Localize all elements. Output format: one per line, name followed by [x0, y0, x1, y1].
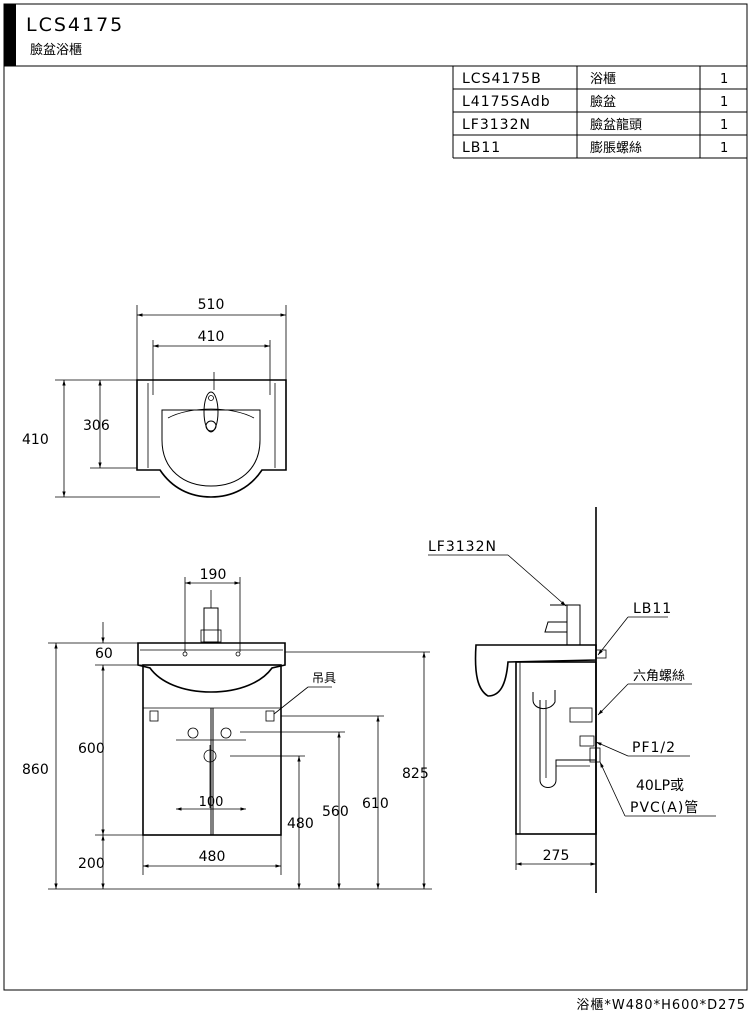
model-number: LCS4175: [26, 14, 124, 36]
basin-front: [137, 642, 286, 693]
basin-side: [474, 644, 597, 697]
pipe-callout-1: 40LP或: [636, 778, 684, 794]
parts-row-4-name: 膨脹螺絲: [590, 141, 642, 156]
product-subtitle: 臉盆浴櫃: [30, 43, 82, 58]
parts-row-2-qty: 1: [720, 95, 728, 110]
dim-width-outer: 510: [198, 297, 225, 313]
parts-row-2-name: 臉盆: [590, 95, 616, 110]
drain-trap: [532, 690, 596, 788]
parts-row-3-name: 臉盆龍頭: [590, 117, 642, 133]
parts-row-3-qty: 1: [720, 118, 728, 133]
dim-cabinet-height: 600: [78, 741, 105, 757]
hanger-label: 吊具: [312, 671, 336, 685]
dim-825: 825: [402, 766, 429, 782]
dim-drain-spacing: 100: [199, 795, 224, 810]
dim-depth: 275: [543, 848, 570, 864]
header-accent-bar: [4, 4, 16, 66]
dim-480: 480: [287, 816, 314, 832]
parts-row-1-qty: 1: [720, 72, 728, 87]
faucet-top: [203, 391, 219, 433]
dim-faucet-span: 190: [200, 567, 227, 583]
parts-row-4-code: LB11: [462, 140, 501, 156]
dim-floor-gap: 200: [78, 856, 105, 872]
faucet-side: [566, 604, 581, 646]
spec-footer: 浴櫃*W480*H600*D275: [576, 998, 746, 1013]
dim-total-height: 860: [22, 762, 49, 778]
basin-bowl: [161, 409, 261, 487]
front-view: 190 吊具 100 60: [22, 567, 432, 890]
dim-560: 560: [322, 804, 349, 820]
basin-outline-top: [136, 379, 287, 498]
dim-top-thickness: 60: [95, 646, 113, 662]
parts-row-2-code: L4175SAdb: [462, 94, 551, 110]
dim-depth-inner: 306: [83, 418, 110, 434]
dim-depth-outer: 410: [22, 432, 49, 448]
cabinet-body: [142, 664, 282, 836]
pipe-callout-2: PVC(A)管: [630, 800, 699, 816]
parts-row-3-code: LF3132N: [462, 117, 531, 133]
pf-callout: PF1/2: [632, 740, 676, 756]
faucet-callout: LF3132N: [428, 539, 497, 555]
hex-bolt-callout: 六角螺絲: [633, 669, 685, 684]
top-view: 510 410 306 410: [22, 297, 287, 498]
dim-610: 610: [362, 796, 389, 812]
dim-width-inner: 410: [198, 329, 225, 345]
anchor-callout: LB11: [633, 601, 672, 617]
sheet-border: [3, 3, 748, 991]
side-view: LF3132N LB11 六角螺絲 PF1/2 40LP或 PVC(A)管 27…: [428, 507, 716, 893]
title-block: LCS4175 臉盆浴櫃: [3, 3, 748, 991]
cabinet-side: [515, 661, 597, 835]
parts-row-1-code: LCS4175B: [462, 71, 542, 87]
dim-width: 480: [199, 849, 226, 865]
parts-row-1-name: 浴櫃: [590, 72, 616, 87]
parts-table: LCS4175B 浴櫃 1 L4175SAdb 臉盆 1 LF3132N 臉盆龍…: [452, 66, 748, 159]
faucet-front: [203, 607, 219, 643]
parts-row-4-qty: 1: [720, 141, 728, 156]
